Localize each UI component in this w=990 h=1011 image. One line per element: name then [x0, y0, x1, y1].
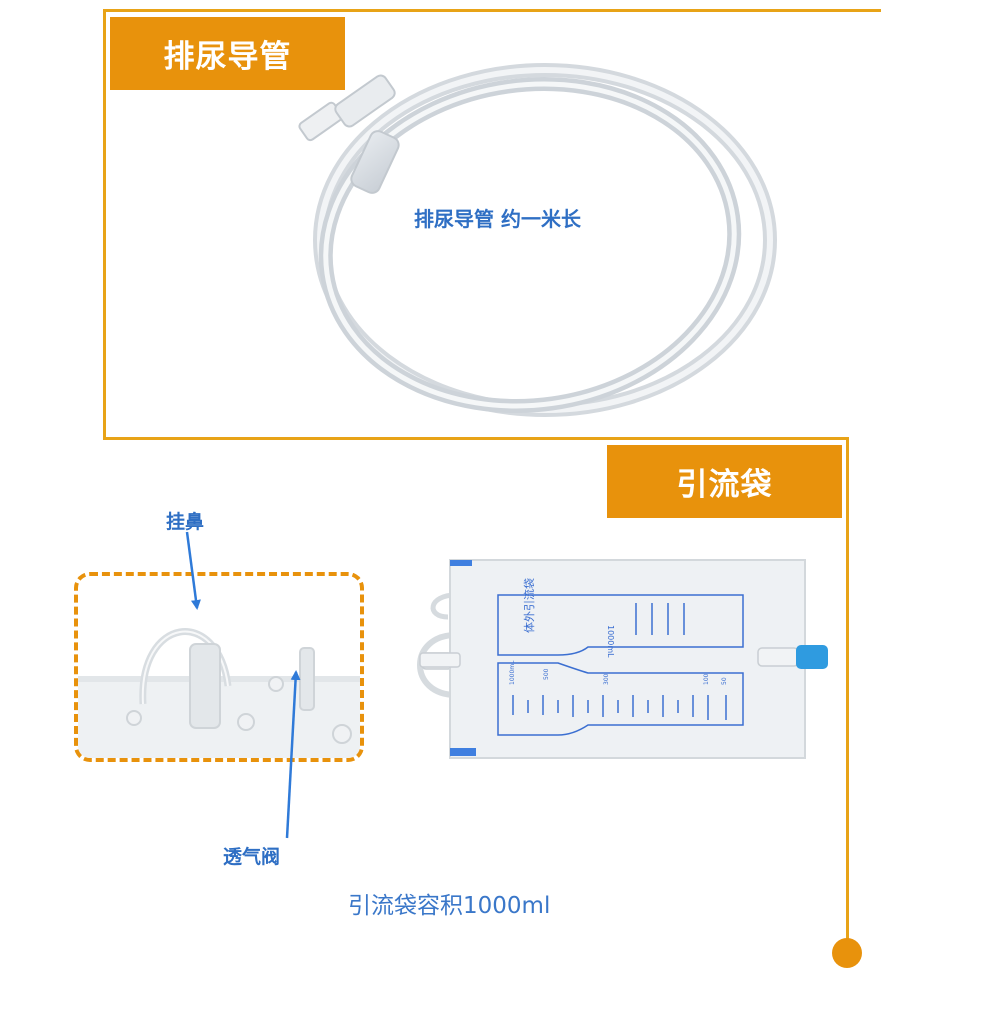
- catheter-tube-image: [298, 63, 777, 417]
- bag-print-title: 体外引流袋: [522, 578, 536, 633]
- frame-middle-line: [103, 437, 849, 440]
- bag-print-volume: 1000mL: [606, 625, 615, 658]
- frame-left-line: [103, 9, 106, 440]
- hanging-loop-arrow: [185, 531, 201, 610]
- bag-detail-closeup: [74, 572, 364, 762]
- scale-label-500: 500: [543, 668, 550, 680]
- scale-label-50: 50: [721, 677, 728, 685]
- frame-top-line: [105, 9, 881, 12]
- frame-end-dot: [832, 938, 862, 968]
- hanging-loop-callout-label: 挂鼻: [166, 511, 205, 533]
- catheter-section-label: 排尿导管: [110, 17, 345, 90]
- scale-label-1000: 1000mL: [509, 660, 516, 685]
- scale-label-100: 100: [703, 673, 710, 685]
- catheter-length-annotation: 排尿导管 约一米长: [414, 207, 581, 231]
- vent-valve-callout-label: 透气阀: [223, 846, 281, 868]
- frame-right-line: [846, 437, 849, 952]
- bag-capacity-caption: 引流袋容积1000ml: [348, 893, 551, 919]
- bag-closeup-image: [78, 628, 360, 758]
- drainage-bag-section-label: 引流袋: [607, 445, 842, 518]
- vent-valve-arrow: [285, 670, 301, 839]
- drainage-bag-image: 体外引流袋 1000mL 1000mL 500 300 100 50: [417, 559, 828, 759]
- scale-label-300: 300: [603, 673, 610, 685]
